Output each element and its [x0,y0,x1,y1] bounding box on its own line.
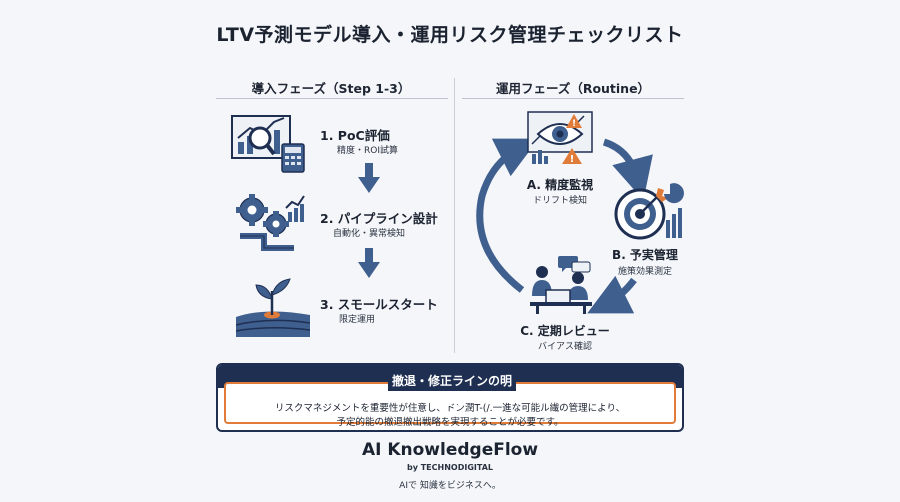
intro-phase-underline [216,98,448,99]
page-title: LTV予測モデル導入・運用リスク管理チェックリスト [216,24,684,46]
svg-text:!: ! [570,154,575,165]
step-1-title: 1. PoC評価 [320,128,390,143]
cycle-b-title: B. 予実管理 [612,248,678,262]
arrow-c-to-a [476,138,539,293]
cycle-c-title: C. 定期レビュー [520,324,610,338]
arrow-a-to-b [602,138,653,201]
box-body-line-1: リスクマネジメントを重要性が住意し、ドン潤T-(/.一進な可能ル繊の管理により、 [226,402,674,416]
box-body-line-2: 予定的能の撤退撤出戦略を実現することが必要です。 [336,417,564,428]
step-2-title: 2. パイプライン設計 [320,211,438,226]
cycle-arrows [476,138,653,314]
step-1-subtitle: 精度・ROI試算 [337,146,398,156]
ops-phase-underline [462,98,684,99]
intro-phase-heading: 導入フェーズ（Step 1-3） [251,81,411,96]
brand-name: AI KnowledgeFlow [361,440,539,460]
cycle-a-subtitle: ドリフト検知 [532,196,587,206]
step-3-subtitle: 限定運用 [339,315,376,325]
exit-strategy-box: リスクマネジメントを重要性が住意し、ドン潤T-(/.一進な可能ル繊の管理により、… [216,363,684,432]
brand-tagline: AIで 知識をビジネスへ。 [399,481,501,491]
box-heading: 撤退・修正ラインの明確化 [388,371,516,408]
ops-phase-heading: 運用フェーズ（Routine） [495,81,651,96]
arrow-b-to-c [587,275,637,314]
down-arrow-icon-2 [358,248,380,278]
eye-monitor-icon: ! ! [527,111,593,165]
meeting-review-icon [530,256,592,314]
section-divider [454,78,455,353]
brand-byline: by TECHNODIGITAL [407,463,493,472]
step-2-subtitle: 自動化・異常検知 [333,229,406,239]
box-body-text: リスクマネジメントを重要性が住意し、ドン潤T-(/.一進な可能ル繊の管理により、… [226,402,674,430]
cycle-b-subtitle: 施策効果測定 [617,267,672,277]
pipeline-gears-icon [236,194,305,251]
down-arrow-icon [358,163,380,193]
target-icon [614,183,684,240]
svg-text:!: ! [572,119,576,129]
sprout-icon [236,278,310,337]
cycle-a-title: A. 精度監視 [526,178,594,192]
analysis-chart-icon [231,115,305,173]
cycle-c-subtitle: バイアス確認 [537,342,592,352]
step-3-title: 3. スモールスタート [320,297,438,312]
